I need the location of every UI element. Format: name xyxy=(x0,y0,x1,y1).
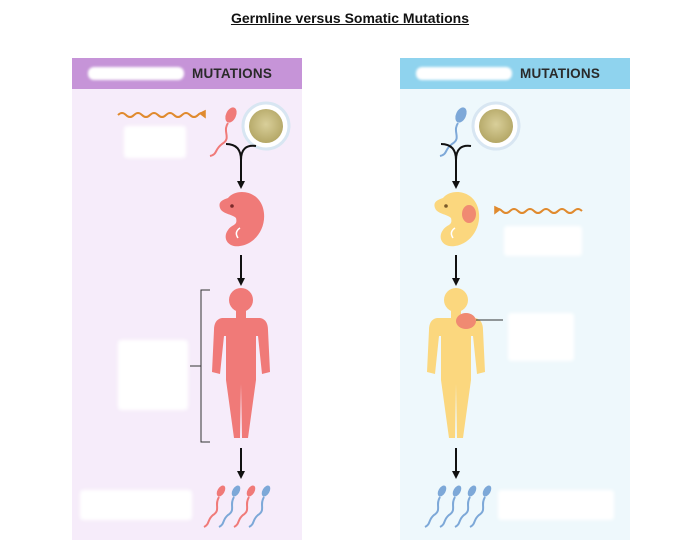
germline-header-blank xyxy=(88,67,184,80)
germline-blank-box-1 xyxy=(124,126,186,158)
germline-wavy-arrow-icon xyxy=(117,109,206,119)
germline-offspring-sperm-1 xyxy=(203,485,226,528)
germline-offspring-sperm-icons xyxy=(203,485,271,528)
somatic-panel-header: MUTATIONS xyxy=(400,58,630,89)
somatic-blank-box-2 xyxy=(508,313,574,361)
somatic-header-blank xyxy=(416,67,512,80)
diagram-title: Germline versus Somatic Mutations xyxy=(230,10,470,26)
germline-bracket-icon xyxy=(190,289,210,443)
somatic-offspring-sperm-icons xyxy=(424,485,492,528)
germline-offspring-sperm-3 xyxy=(233,485,256,528)
somatic-sperm-icon xyxy=(439,107,467,157)
somatic-header-label: MUTATIONS xyxy=(520,66,601,81)
somatic-blank-box-3 xyxy=(498,490,614,520)
germline-egg-cell-icon xyxy=(241,101,291,151)
somatic-blank-box-1 xyxy=(504,226,582,256)
somatic-human-body-icon xyxy=(427,288,485,438)
somatic-fertilization-arrow-icon xyxy=(440,143,472,189)
germline-blank-box-2 xyxy=(118,340,188,410)
somatic-embryo-icon xyxy=(434,192,480,247)
germline-offspring-sperm-2 xyxy=(218,485,241,528)
germline-blank-box-3 xyxy=(80,490,192,520)
germline-offspring-sperm-4 xyxy=(248,485,271,528)
somatic-offspring-sperm-2 xyxy=(439,485,462,528)
germline-sperm-icon xyxy=(209,107,237,157)
germline-fertilization-arrow-icon xyxy=(225,143,257,189)
somatic-offspring-sperm-3 xyxy=(454,485,477,528)
somatic-wavy-arrow-icon xyxy=(494,205,583,215)
germline-panel-header: MUTATIONS xyxy=(72,58,302,89)
germline-human-body-icon xyxy=(212,288,270,438)
somatic-lesion-icon xyxy=(456,313,503,329)
germline-header-label: MUTATIONS xyxy=(192,66,273,81)
somatic-egg-cell-icon xyxy=(471,101,521,151)
somatic-offspring-sperm-4 xyxy=(469,485,492,528)
germline-embryo-icon xyxy=(219,192,265,247)
somatic-offspring-sperm-1 xyxy=(424,485,447,528)
